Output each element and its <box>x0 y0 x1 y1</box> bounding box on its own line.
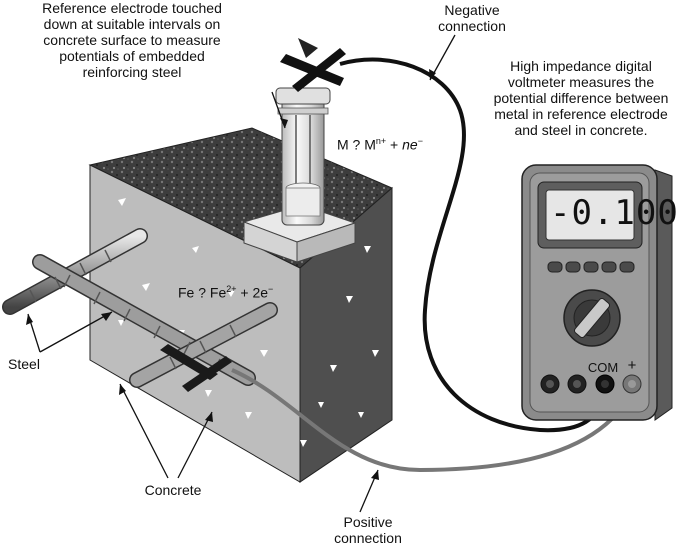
eq-part: − <box>417 136 423 146</box>
label-line: connection <box>334 530 402 546</box>
eq-part: Fe ? Fe <box>178 284 227 301</box>
label-line: and steel in concrete. <box>514 122 648 138</box>
concrete-side-face <box>299 186 393 483</box>
positive-clip <box>160 344 232 392</box>
label-line: voltmeter measures the <box>507 74 655 90</box>
negative-wire <box>339 57 607 433</box>
label-concrete: Concrete <box>144 482 202 498</box>
eq-part: n+ <box>375 136 387 146</box>
label-line: reinforcing steel <box>82 64 182 80</box>
meter-reading: -0.100 <box>550 193 679 233</box>
label-positive-connection: Positive connection <box>318 514 418 546</box>
eq-part: − <box>268 284 274 294</box>
rebar-lower <box>129 302 278 388</box>
label-line: Negative <box>444 2 500 18</box>
aggregate-marks <box>118 198 379 447</box>
equation-steel: Fe ? Fe2+ + 2e− <box>178 284 273 301</box>
meter-plus-label: + <box>627 357 637 374</box>
reference-electrode <box>242 87 357 263</box>
label-line: concrete surface to measure <box>43 32 221 48</box>
eq-part: M ? M <box>337 136 376 153</box>
leader-concrete-1 <box>119 383 169 479</box>
label-line: connection <box>438 18 506 34</box>
meter-buttons <box>547 261 635 273</box>
meter-dial <box>563 289 621 347</box>
leader-arrowheads <box>26 69 436 480</box>
meter-display <box>545 189 635 241</box>
leader-steel-2 <box>39 311 113 353</box>
meter-jacks <box>540 374 642 394</box>
label-line: High impedance digital <box>510 58 652 74</box>
rebar-upper <box>2 228 148 315</box>
leader-concrete-2 <box>177 411 213 479</box>
label-line: Positive <box>343 514 393 530</box>
label-reference-electrode: Reference electrode touched down at suit… <box>14 0 250 80</box>
eq-part: + <box>386 136 403 153</box>
steel-rebars <box>2 228 278 388</box>
label-line: down at suitable intervals on <box>43 16 221 32</box>
eq-part: ne <box>402 136 418 153</box>
equation-electrode: M ? Mn+ + ne− <box>337 136 423 153</box>
label-line: potentials of embedded <box>59 48 205 64</box>
digital-voltmeter <box>521 164 673 421</box>
positive-wire <box>231 368 632 473</box>
rebar-diagonal <box>32 254 256 386</box>
meter-com-label: COM <box>587 360 619 375</box>
concrete-block <box>88 127 393 483</box>
label-line: potential difference between <box>493 90 669 106</box>
label-voltmeter-description: High impedance digital voltmeter measure… <box>483 58 679 138</box>
eq-part: 2+ <box>226 284 237 294</box>
label-negative-connection: Negative connection <box>420 2 524 34</box>
eq-part: + 2e <box>236 284 269 301</box>
negative-clip <box>280 38 346 92</box>
label-line: Reference electrode touched <box>42 0 222 16</box>
label-line: metal in reference electrode <box>494 106 668 122</box>
label-steel: Steel <box>8 356 40 372</box>
electrode-base-side <box>296 222 356 263</box>
